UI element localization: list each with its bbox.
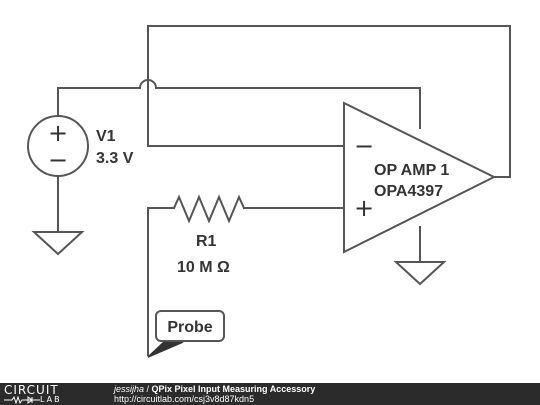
opamp-body (343, 101, 497, 254)
footer-circuit-title[interactable]: QPix Pixel Input Measuring Accessory (151, 384, 316, 394)
source-value-label: 3.3 V (96, 150, 134, 167)
opamp-part-label: OPA4397 (374, 183, 443, 200)
opamp-1[interactable]: − + (343, 101, 497, 254)
footer-bar: CIRCUIT LAB jessijha / QPix Pixel Input … (0, 383, 540, 405)
probe-box (155, 310, 225, 342)
opamp-name-label: OP AMP 1 (374, 162, 449, 179)
resistor-r1[interactable] (172, 194, 246, 224)
circuitlab-logo[interactable]: CIRCUIT LAB (4, 384, 100, 404)
source-minus-sign: − (48, 146, 68, 174)
logo-text-bottom: LAB (40, 395, 62, 404)
opamp-minus-sign: − (354, 132, 374, 160)
probe-wire (147, 207, 175, 356)
source-name-label: V1 (96, 128, 116, 145)
probe-pointer (147, 341, 184, 358)
footer-separator: / (144, 384, 152, 394)
ground-symbol-left (31, 231, 85, 256)
resistor-zigzag (172, 194, 246, 224)
resistor-name-label: R1 (196, 233, 217, 250)
resistor-value-label: 10 M Ω (177, 259, 230, 276)
footer-attribution: jessijha / QPix Pixel Input Measuring Ac… (114, 384, 315, 394)
feedback-wire (147, 25, 511, 178)
logo-waveform-icon (4, 396, 40, 404)
footer-url-link[interactable]: http://circuitlab.com/csj3v8d87kdn5 (114, 394, 255, 404)
footer-author-link[interactable]: jessijha (114, 384, 145, 394)
source-plus-sign: + (48, 119, 68, 147)
opamp-plus-sign: + (354, 194, 374, 222)
voltage-source-v1[interactable]: + − (27, 115, 89, 177)
probe-label: Probe (167, 319, 212, 336)
source-top-wire (57, 79, 421, 129)
probe-flag[interactable]: Probe (147, 310, 225, 358)
logo-text-top: CIRCUIT (4, 383, 59, 397)
schematic-canvas: + − V1 3.3 V − + OP AMP 1 OPA4397 R1 10 … (27, 25, 511, 358)
ground-symbol-right (393, 261, 447, 286)
